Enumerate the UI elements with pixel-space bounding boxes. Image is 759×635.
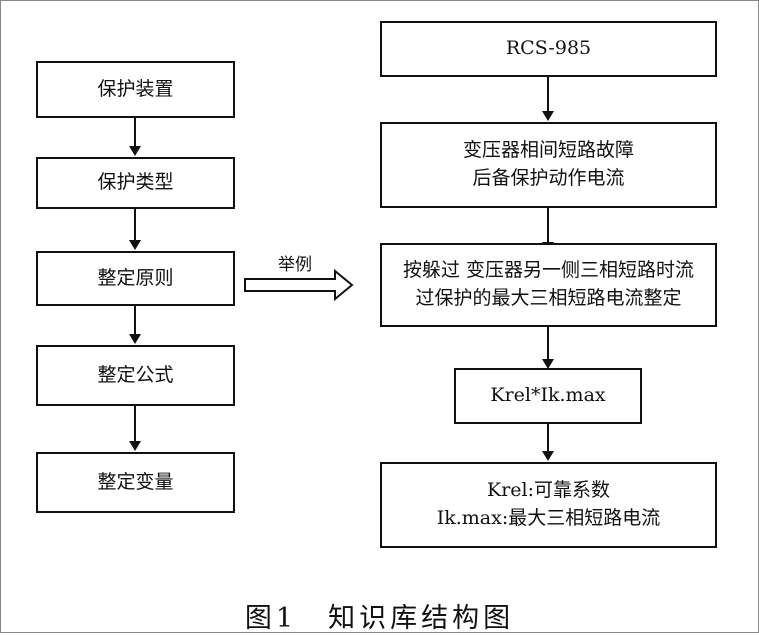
connector-arrowhead — [129, 146, 141, 156]
node-line: 变压器相间短路故障 — [462, 139, 634, 162]
node-text: 按躲过 变压器另一侧三相短路时流 过保护的最大三相短路电流整定 — [403, 257, 694, 312]
connector-arrowhead — [542, 359, 554, 369]
node-setting-principle: 整定原则 — [36, 251, 235, 306]
connector-arrowhead — [542, 111, 554, 121]
node-line: Ik.max:最大三相短路电流 — [436, 507, 661, 529]
node-label: 保护装置 — [97, 77, 174, 100]
node-label: 整定变量 — [97, 470, 174, 493]
node-formula: Krel*Ik.max — [454, 368, 642, 424]
node-label: 保护类型 — [97, 171, 174, 194]
node-text: 变压器相间短路故障 后备保护动作电流 — [463, 137, 634, 192]
connector-line — [134, 118, 136, 146]
figure-caption: 图1 知识库结构图 — [244, 603, 515, 634]
node-device-model: RCS-985 — [380, 21, 717, 77]
node-line: 后备保护动作电流 — [472, 167, 625, 189]
node-label: RCS-985 — [505, 37, 592, 60]
node-label: Krel*Ik.max — [490, 384, 606, 407]
node-line: Krel:可靠系数 — [487, 479, 610, 502]
connector-line — [547, 208, 549, 242]
node-label: 整定原则 — [97, 266, 174, 289]
connector-line — [547, 77, 549, 111]
connector-arrowhead — [129, 240, 141, 250]
node-protection-device: 保护装置 — [36, 61, 235, 118]
connector-arrowhead — [129, 441, 141, 451]
node-protection-type: 保护类型 — [36, 157, 235, 209]
node-backup-current: 变压器相间短路故障 后备保护动作电流 — [380, 122, 717, 208]
node-variables: Krel:可靠系数 Ik.max:最大三相短路电流 — [380, 462, 717, 548]
connector-line — [134, 406, 136, 441]
node-label: 整定公式 — [97, 363, 174, 386]
node-setting-variable: 整定变量 — [36, 452, 235, 513]
node-setting-formula: 整定公式 — [36, 345, 235, 406]
connector-line — [134, 209, 136, 240]
connector-line — [547, 424, 549, 451]
example-label: 举例 — [278, 255, 312, 275]
node-text: Krel:可靠系数 Ik.max:最大三相短路电流 — [437, 477, 661, 532]
node-setting-rule: 按躲过 变压器另一侧三相短路时流 过保护的最大三相短路电流整定 — [380, 243, 717, 327]
connector-line — [134, 306, 136, 334]
connector-arrowhead — [542, 451, 554, 461]
connector-line — [547, 327, 549, 359]
node-line: 按躲过 变压器另一侧三相短路时流 — [402, 259, 695, 282]
node-line: 过保护的最大三相短路电流整定 — [415, 287, 682, 309]
connector-arrowhead — [129, 334, 141, 344]
